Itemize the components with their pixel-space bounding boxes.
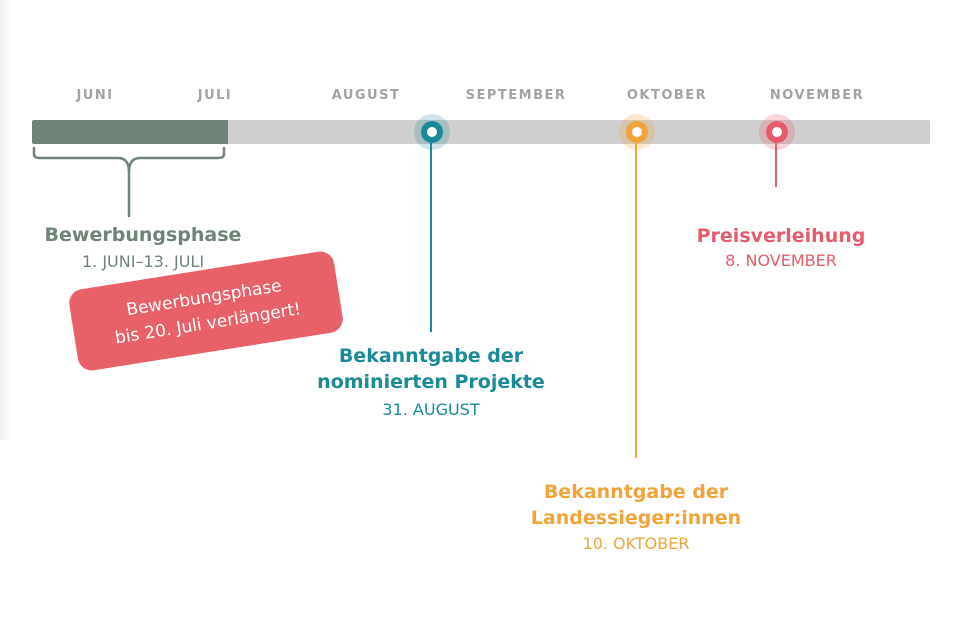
application-phase-bar	[32, 120, 228, 144]
nominees-title-line2: nominierten Projekte	[317, 371, 545, 393]
winners-date: 10. OKTOBER	[582, 534, 690, 553]
phase-brace	[32, 146, 226, 218]
ceremony-title: Preisverleihung	[696, 225, 866, 247]
month-label-oktober: OKTOBER	[626, 88, 708, 103]
nominees-date: 31. AUGUST	[382, 400, 480, 419]
application-phase-date: 1. JUNI–13. JULI	[81, 252, 205, 271]
ceremony-date: 8. NOVEMBER	[725, 251, 837, 270]
winners-stem	[635, 131, 637, 458]
nominees-marker	[414, 114, 450, 150]
ceremony-stem	[775, 131, 777, 187]
ceremony-marker	[759, 114, 795, 150]
month-label-november: NOVEMBER	[769, 88, 865, 103]
winners-title-line2: Landessieger:innen	[530, 507, 742, 529]
nominees-stem	[430, 131, 432, 332]
month-label-september: SEPTEMBER	[465, 88, 567, 103]
winners-title-line1: Bekanntgabe der	[543, 481, 729, 503]
left-edge-shadow	[0, 0, 12, 440]
month-label-august: AUGUST	[331, 88, 401, 103]
month-label-juli: JULI	[197, 88, 233, 103]
nominees-title-line1: Bekanntgabe der	[338, 345, 524, 367]
application-phase-title: Bewerbungsphase	[44, 224, 242, 246]
month-label-juni: JUNI	[76, 88, 114, 103]
winners-marker	[619, 114, 655, 150]
